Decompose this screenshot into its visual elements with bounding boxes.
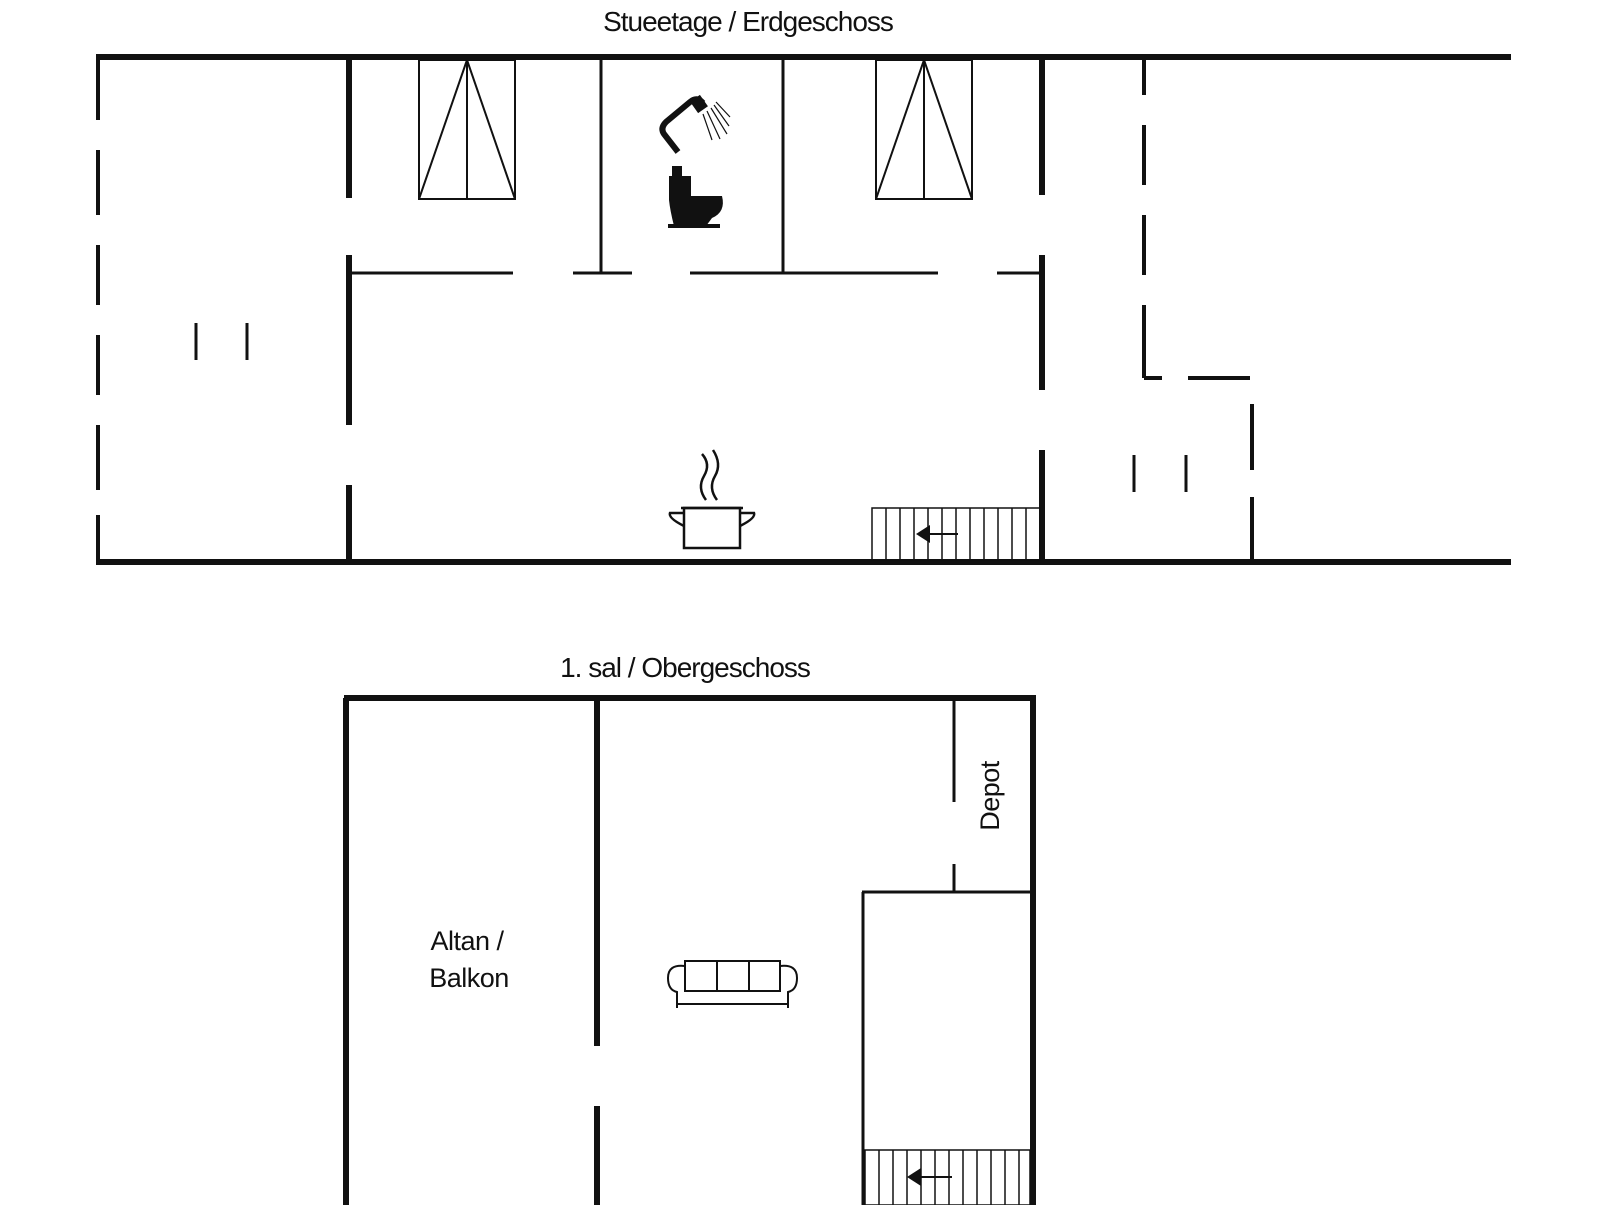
bed-icon bbox=[418, 59, 516, 200]
upper-floor-title: 1. sal / Obergeschoss bbox=[560, 652, 810, 683]
balcony-label-line1: Altan / bbox=[430, 926, 504, 956]
stairs-arrow-icon bbox=[916, 525, 958, 543]
depot-label: Depot bbox=[975, 760, 1005, 831]
ground-floor-title: Stueetage / Erdgeschoss bbox=[603, 6, 893, 37]
stairs-arrow-icon bbox=[907, 1168, 952, 1186]
balcony-label-line2: Balkon bbox=[429, 963, 509, 993]
sofa-icon bbox=[666, 960, 799, 1008]
wall-marks bbox=[1132, 455, 1188, 492]
wall-marks bbox=[194, 323, 249, 360]
ground-floor: Stueetage / Erdgeschoss bbox=[96, 6, 1511, 565]
upper-floor: 1. sal / Obergeschoss Altan / Balkon Dep… bbox=[343, 652, 1036, 1205]
bed-icon bbox=[875, 59, 973, 200]
shower-icon bbox=[659, 94, 731, 154]
depot-wall bbox=[862, 698, 1033, 894]
ground-right-dashed-wall bbox=[1142, 57, 1254, 562]
cooking-pot-icon bbox=[668, 449, 756, 550]
toilet-icon bbox=[668, 166, 723, 228]
